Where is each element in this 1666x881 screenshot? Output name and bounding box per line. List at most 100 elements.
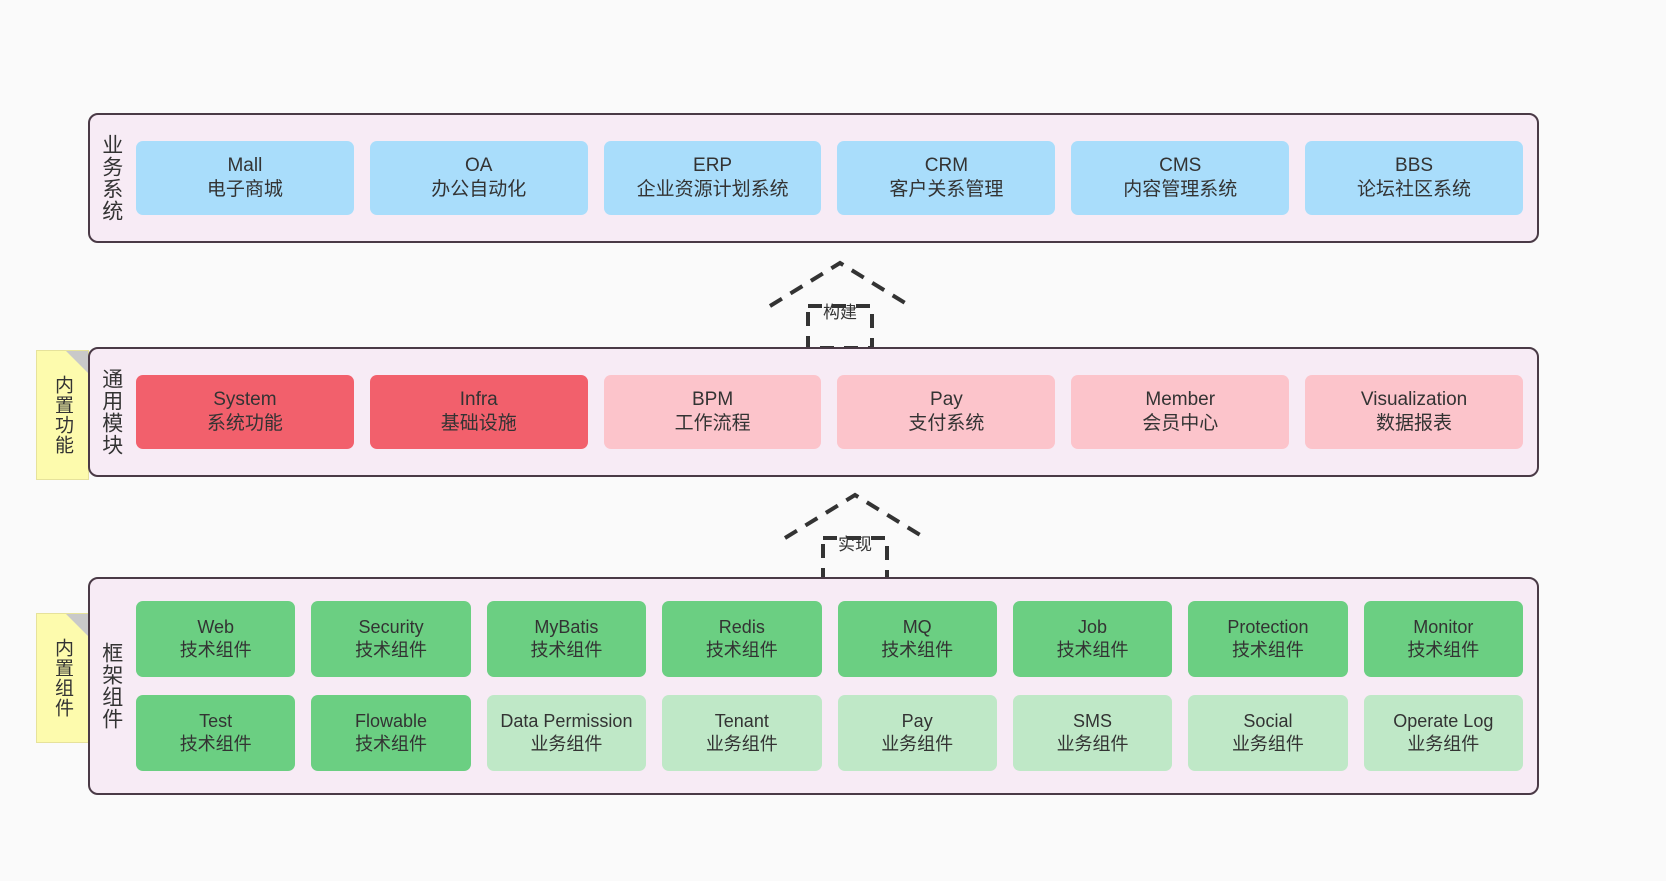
node-flowable[interactable]: Flowable 技术组件 <box>311 695 471 771</box>
node-test[interactable]: Test 技术组件 <box>136 695 296 771</box>
node-sms[interactable]: SMS 业务组件 <box>1012 695 1173 771</box>
node-title: MQ <box>902 616 932 637</box>
node-title: Redis <box>718 616 765 637</box>
node-title: Security <box>358 616 424 637</box>
sticky-note-builtin-component: 内置组件 <box>36 613 89 743</box>
node-title: Monitor <box>1413 616 1474 637</box>
realization-arrowhead-icon <box>768 260 912 308</box>
node-title: ERP <box>693 154 733 176</box>
layer-body-modules: System 系统功能 Infra 基础设施 BPM 工作流程 Pay 支付系统… <box>132 349 1537 475</box>
node-subtitle: 技术组件 <box>1407 640 1480 660</box>
node-title: Operate Log <box>1393 710 1494 731</box>
node-infra[interactable]: Infra 基础设施 <box>369 375 588 449</box>
framework-node-row-1: Web 技术组件 Security 技术组件 MyBatis 技术组件 Redi… <box>136 601 1523 677</box>
node-title: Data Permission <box>500 710 633 731</box>
layer-business-systems: 业务系统 Mall 电子商城 OA 办公自动化 ERP 企业资源计划系统 CRM… <box>88 113 1539 243</box>
node-title: CRM <box>924 154 969 176</box>
node-member[interactable]: Member 会员中心 <box>1071 375 1290 449</box>
node-subtitle: 基础设施 <box>440 413 517 434</box>
layer-title-modules: 通用模块 <box>99 368 123 456</box>
node-subtitle: 支付系统 <box>908 413 985 434</box>
node-crm[interactable]: CRM 客户关系管理 <box>837 141 1056 215</box>
node-tenant[interactable]: Tenant 业务组件 <box>662 695 822 771</box>
sticky-note-builtin-function: 内置功能 <box>36 350 89 480</box>
node-title: System <box>213 388 277 410</box>
node-data-permission[interactable]: Data Permission 业务组件 <box>486 695 647 771</box>
node-bpm[interactable]: BPM 工作流程 <box>603 375 822 449</box>
node-subtitle: 业务组件 <box>705 734 778 754</box>
node-title: Pay <box>930 388 963 410</box>
node-social[interactable]: Social 业务组件 <box>1188 695 1348 771</box>
node-cms[interactable]: CMS 内容管理系统 <box>1071 141 1290 215</box>
node-title: Pay <box>901 710 933 731</box>
node-subtitle: 技术组件 <box>355 734 428 754</box>
framework-node-row-2: Test 技术组件 Flowable 技术组件 Data Permission … <box>136 695 1523 771</box>
node-subtitle: 电子商城 <box>206 179 283 200</box>
connector-implement: 实现 <box>775 490 935 582</box>
node-subtitle: 会员中心 <box>1142 413 1219 434</box>
business-node-row: Mall 电子商城 OA 办公自动化 ERP 企业资源计划系统 CRM 客户关系… <box>136 141 1523 215</box>
node-title: MyBatis <box>534 616 599 637</box>
node-subtitle: 办公自动化 <box>431 179 527 200</box>
node-pay[interactable]: Pay 支付系统 <box>837 375 1056 449</box>
node-subtitle: 工作流程 <box>674 413 751 434</box>
node-subtitle: 技术组件 <box>355 640 428 660</box>
node-security[interactable]: Security 技术组件 <box>311 601 471 677</box>
node-system[interactable]: System 系统功能 <box>136 375 354 449</box>
node-title: BBS <box>1395 154 1434 176</box>
node-subtitle: 技术组件 <box>1231 640 1304 660</box>
node-oa[interactable]: OA 办公自动化 <box>369 141 588 215</box>
node-erp[interactable]: ERP 企业资源计划系统 <box>603 141 822 215</box>
node-subtitle: 业务组件 <box>530 734 603 754</box>
node-subtitle: 技术组件 <box>179 734 252 754</box>
node-pay-business[interactable]: Pay 业务组件 <box>837 695 997 771</box>
node-subtitle: 技术组件 <box>881 640 954 660</box>
node-title: Member <box>1145 388 1216 410</box>
node-subtitle: 业务组件 <box>1407 734 1480 754</box>
node-title: Flowable <box>355 710 428 731</box>
connector-build: 构建 <box>760 258 920 350</box>
node-operate-log[interactable]: Operate Log 业务组件 <box>1363 695 1523 771</box>
layer-framework-components: 框架组件 Web 技术组件 Security 技术组件 MyBatis 技术组件… <box>88 577 1539 795</box>
layer-body-framework: Web 技术组件 Security 技术组件 MyBatis 技术组件 Redi… <box>132 579 1537 793</box>
node-title: Tenant <box>714 710 769 731</box>
node-title: Protection <box>1227 616 1309 637</box>
node-title: Mall <box>227 154 263 176</box>
node-title: SMS <box>1073 710 1113 731</box>
node-mq[interactable]: MQ 技术组件 <box>837 601 997 677</box>
node-subtitle: 技术组件 <box>705 640 778 660</box>
node-bbs[interactable]: BBS 论坛社区系统 <box>1305 141 1523 215</box>
node-protection[interactable]: Protection 技术组件 <box>1188 601 1348 677</box>
node-title: CMS <box>1159 154 1202 176</box>
node-subtitle: 业务组件 <box>1231 734 1304 754</box>
node-visualization[interactable]: Visualization 数据报表 <box>1305 375 1523 449</box>
node-mybatis[interactable]: MyBatis 技术组件 <box>486 601 647 677</box>
layer-common-modules: 通用模块 System 系统功能 Infra 基础设施 BPM 工作流程 Pay… <box>88 347 1539 477</box>
node-subtitle: 论坛社区系统 <box>1357 179 1472 200</box>
connector-implement-label: 实现 <box>838 535 872 554</box>
node-mall[interactable]: Mall 电子商城 <box>136 141 354 215</box>
node-subtitle: 企业资源计划系统 <box>636 179 789 200</box>
node-title: Web <box>197 616 235 637</box>
node-title: Social <box>1243 710 1293 731</box>
node-title: Visualization <box>1360 388 1468 410</box>
sticky-fold-corner-icon <box>66 614 88 636</box>
realization-arrowhead-icon <box>783 492 927 540</box>
node-subtitle: 客户关系管理 <box>889 179 1004 200</box>
sticky-fold-corner-icon <box>66 351 88 373</box>
node-subtitle: 技术组件 <box>530 640 603 660</box>
node-redis[interactable]: Redis 技术组件 <box>662 601 822 677</box>
sticky-note-label: 内置组件 <box>52 638 73 718</box>
node-subtitle: 内容管理系统 <box>1123 179 1238 200</box>
layer-title-business: 业务系统 <box>99 134 123 222</box>
connector-build-label: 构建 <box>823 303 857 322</box>
node-web[interactable]: Web 技术组件 <box>136 601 296 677</box>
node-job[interactable]: Job 技术组件 <box>1012 601 1173 677</box>
node-subtitle: 技术组件 <box>1056 640 1129 660</box>
module-node-row: System 系统功能 Infra 基础设施 BPM 工作流程 Pay 支付系统… <box>136 375 1523 449</box>
node-monitor[interactable]: Monitor 技术组件 <box>1363 601 1523 677</box>
node-title: Infra <box>459 388 498 410</box>
node-title: OA <box>465 154 493 176</box>
layer-body-business: Mall 电子商城 OA 办公自动化 ERP 企业资源计划系统 CRM 客户关系… <box>132 115 1537 241</box>
